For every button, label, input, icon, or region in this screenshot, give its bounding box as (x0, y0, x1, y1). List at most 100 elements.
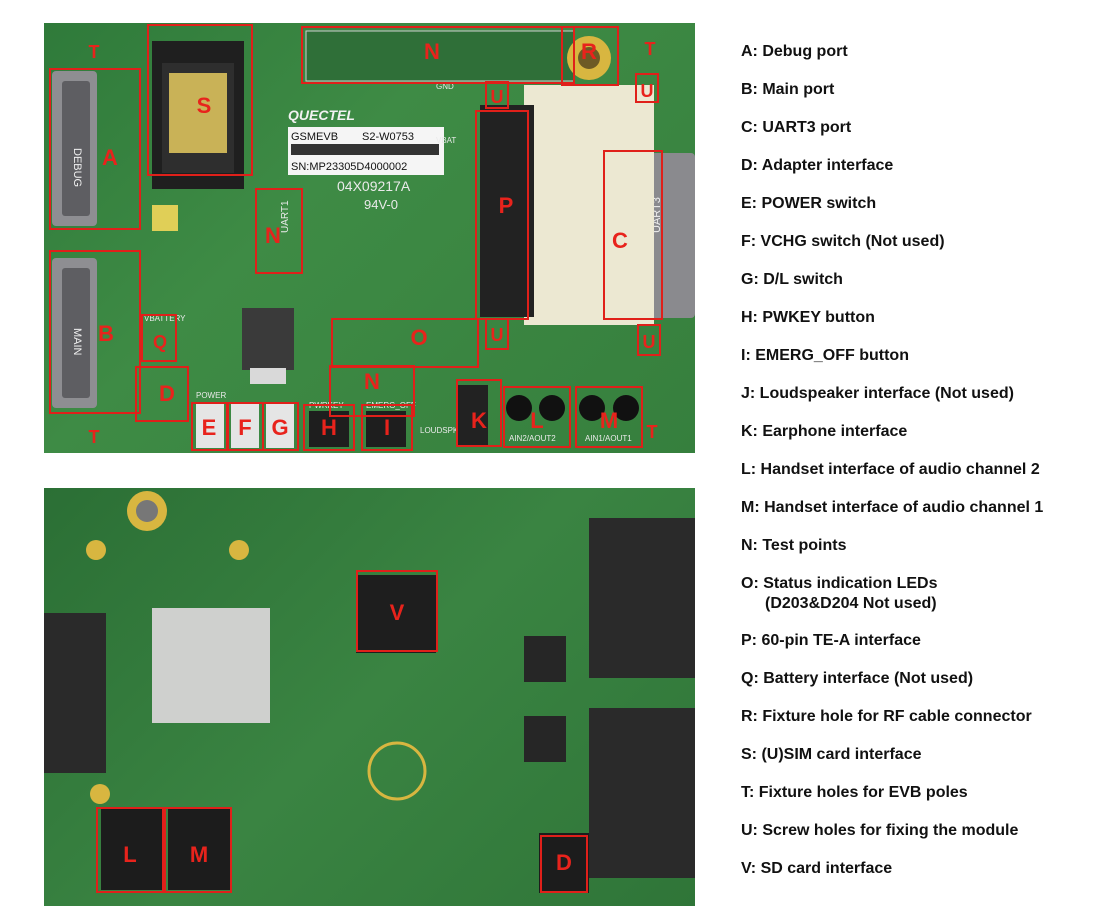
marker-U-1: U (491, 87, 504, 107)
legend-text: M: Handset interface of audio channel 1 (741, 499, 1044, 516)
handset-jack-1 (168, 808, 230, 890)
legend-item-f: F: VCHG switch (Not used) (741, 232, 1101, 270)
chip-2 (524, 716, 566, 762)
ain1-silk: AIN1/AOUT1 (585, 434, 632, 443)
legend-text: N: Test points (741, 537, 847, 554)
marker-U-3: U (491, 325, 504, 345)
handset-jack-2 (101, 808, 163, 890)
regulator-pins (250, 368, 286, 384)
gnd-silk: GND (436, 82, 454, 91)
legend-item-b: B: Main port (741, 80, 1101, 118)
barcode (291, 144, 439, 155)
marker-N-top: N (424, 39, 440, 64)
marker-T-4: T (647, 422, 658, 442)
marker-N-mid: N (265, 223, 281, 248)
bottom-board-photo: V L M D (44, 488, 695, 906)
legend-item-g: G: D/L switch (741, 270, 1101, 308)
legend-item-h: H: PWKEY button (741, 308, 1101, 346)
pcb-code-silk: 04X09217A (337, 178, 411, 194)
ain2-jack-left (506, 395, 532, 421)
legend-item-u: U: Screw holes for fixing the module (741, 821, 1101, 859)
legend-text: C: UART3 port (741, 119, 852, 136)
legend-text: S: (U)SIM card interface (741, 746, 922, 763)
legend-item-n: N: Test points (741, 536, 1101, 574)
legend-item-p: P: 60-pin TE-A interface (741, 631, 1101, 669)
chip-1 (524, 636, 566, 682)
marker-Q: Q (153, 332, 167, 352)
module-back-pad (152, 608, 270, 723)
legend-text: P: 60-pin TE-A interface (741, 632, 921, 649)
legend-text: G: D/L switch (741, 271, 843, 288)
legend-item-t: T: Fixture holes for EVB poles (741, 783, 1101, 821)
sd-card-slot (356, 575, 436, 653)
serial-silk: SN:MP23305D4000002 (291, 161, 407, 173)
quectel-silk: QUECTEL (288, 107, 355, 123)
uart1-silk: UART1 (280, 200, 291, 233)
main-silk: MAIN (71, 328, 83, 356)
marker-F: F (238, 415, 251, 440)
legend-text: K: Earphone interface (741, 423, 908, 440)
legend-item-m: M: Handset interface of audio channel 1 (741, 498, 1101, 536)
rating-silk: 94V-0 (364, 197, 398, 212)
module-frame (524, 85, 654, 325)
gnd-pad (152, 205, 178, 231)
legend-item-e: E: POWER switch (741, 194, 1101, 232)
db9-connector-right-bottom (589, 708, 695, 878)
legend-item-r: R: Fixture hole for RF cable connector (741, 707, 1101, 745)
marker-N-bottom: N (364, 369, 380, 394)
fixture-hole-back-1 (86, 540, 106, 560)
marker-H: H (321, 415, 337, 440)
legend-item-k: K: Earphone interface (741, 422, 1101, 460)
legend-text-line2: (D203&D204 Not used) (765, 595, 937, 612)
highlight-boxes-back (96, 570, 588, 893)
main-port-connector: MAIN (52, 258, 97, 408)
marker-O: O (410, 325, 427, 350)
ain2-jack-right (539, 395, 565, 421)
legend-text: T: Fixture holes for EVB poles (741, 784, 968, 801)
earphone-jack (458, 385, 488, 445)
legend-item-s: S: (U)SIM card interface (741, 745, 1101, 783)
marker-T-3: T (89, 427, 100, 447)
legend-text: E: POWER switch (741, 195, 877, 212)
legend-text: J: Loudspeaker interface (Not used) (741, 385, 1014, 402)
legend-item-o: O: Status indication LEDs (D203&D204 Not… (741, 574, 1101, 631)
loudspk-silk: LOUDSPK (420, 426, 459, 435)
highlight-boxes (49, 24, 663, 451)
marker-V: V (390, 600, 405, 625)
legend-text: O: Status indication LEDs (741, 575, 938, 592)
marker-M-back: M (190, 842, 208, 867)
marker-M: M (600, 408, 618, 433)
regulator (242, 308, 294, 370)
fixture-hole-back-2 (229, 540, 249, 560)
legend-text: B: Main port (741, 81, 835, 98)
legend: A: Debug port B: Main port C: UART3 port… (741, 42, 1101, 897)
legend-text: L: Handset interface of audio channel 2 (741, 461, 1040, 478)
marker-U-2: U (641, 81, 654, 101)
legend-item-l: L: Handset interface of audio channel 2 (741, 460, 1101, 498)
battery-holder (367, 741, 427, 801)
marker-B: B (98, 321, 114, 346)
legend-text: A: Debug port (741, 43, 848, 60)
revision-silk: S2-W0753 (362, 131, 414, 143)
marker-T-2: T (645, 39, 656, 59)
legend-item-c: C: UART3 port (741, 118, 1101, 156)
db9-connector-right-top (589, 518, 695, 678)
legend-item-j: J: Loudspeaker interface (Not used) (741, 384, 1101, 422)
marker-S: S (197, 93, 212, 118)
ain1-jack-left (579, 395, 605, 421)
legend-text: Q: Battery interface (Not used) (741, 670, 974, 687)
marker-U-4: U (643, 332, 656, 352)
marker-R: R (581, 39, 597, 64)
legend-text: U: Screw holes for fixing the module (741, 822, 1019, 839)
marker-K: K (471, 408, 487, 433)
legend-item-a: A: Debug port (741, 42, 1101, 80)
legend-item-i: I: EMERG_OFF button (741, 346, 1101, 384)
fixture-hole-back-3 (90, 784, 110, 804)
vbattery-silk: VBATTERY (144, 314, 186, 323)
marker-A: A (102, 145, 118, 170)
rf-hole-center (578, 47, 600, 69)
legend-item-q: Q: Battery interface (Not used) (741, 669, 1101, 707)
power-silk: POWER (196, 391, 226, 400)
ain1-jack-right (613, 395, 639, 421)
legend-text: F: VCHG switch (Not used) (741, 233, 945, 250)
